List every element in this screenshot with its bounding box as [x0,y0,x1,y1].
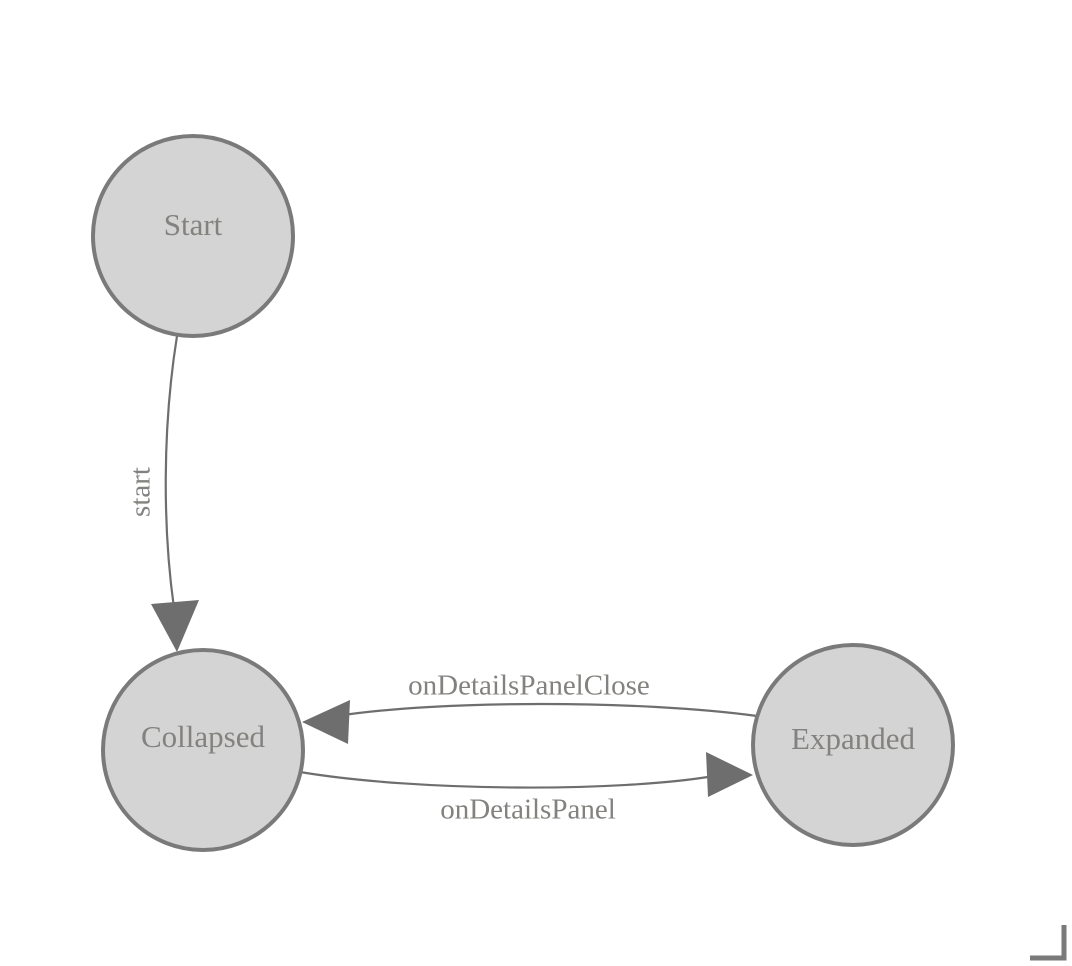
transition-label-on-details-panel: onDetailsPanel [440,794,616,826]
transition-label-on-details-panel-close: onDetailsPanelClose [408,670,650,702]
state-node-collapsed-label: Collapsed [141,719,265,754]
state-node-expanded[interactable]: Expanded [751,643,955,847]
transition-collapsed-to-expanded[interactable]: onDetailsPanel [299,752,753,826]
transition-start-to-collapsed-arrowhead [151,600,199,652]
state-node-start[interactable]: Start [91,134,295,338]
transition-expanded-to-collapsed[interactable]: onDetailsPanelClose [302,670,758,744]
transition-expanded-to-collapsed-path [336,702,758,718]
state-node-start-label: Start [164,207,223,242]
state-node-expanded-circle [751,643,955,847]
transition-label-start: start [125,467,157,517]
state-node-expanded-label: Expanded [791,721,915,756]
transition-expanded-to-collapsed-arrowhead [302,700,350,744]
transition-collapsed-to-expanded-arrowhead [706,752,753,797]
resize-corner-bracket-icon[interactable] [1030,925,1067,961]
transition-start-to-collapsed[interactable]: start [125,335,199,652]
transition-collapsed-to-expanded-path [299,770,715,789]
state-node-collapsed-circle [101,648,305,852]
state-node-start-circle [91,134,295,338]
transition-start-to-collapsed-path [164,335,179,609]
state-node-collapsed[interactable]: Collapsed [101,648,305,852]
